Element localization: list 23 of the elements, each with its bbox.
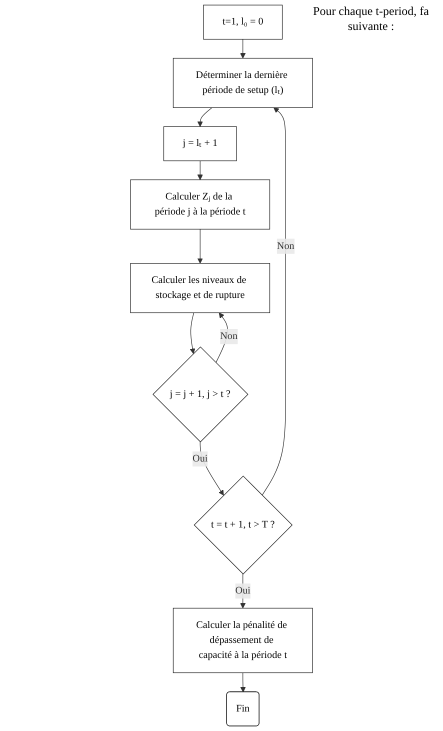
arrow xyxy=(197,228,203,264)
arrow xyxy=(240,574,246,608)
node-box: t=1, l₀ = 0 xyxy=(203,4,283,40)
node-diamond: t = t + 1, t > T ? xyxy=(194,476,293,574)
node-box: Calculer Zⱼ de la période j à la période t xyxy=(130,179,270,230)
node-box: j = lₜ + 1 xyxy=(163,126,237,162)
arrow xyxy=(200,442,224,496)
arrow xyxy=(240,38,246,58)
node-box: Calculer la pénalité de dépassement de capacité à la période t xyxy=(172,608,313,674)
edge-label: Oui xyxy=(192,453,208,464)
node-diamond: j = j + 1, j > t ? xyxy=(152,346,248,442)
edge-label: Oui xyxy=(235,585,250,596)
note-text: Pour chaque t-period, fa suivante : xyxy=(312,4,430,34)
node-box: Calculer les niveaux de stockage et de rupture xyxy=(130,263,270,314)
edge-label: Non xyxy=(276,240,294,252)
arrow xyxy=(190,312,196,354)
arrow xyxy=(262,107,286,496)
arrow xyxy=(240,672,246,692)
edge-label: Non xyxy=(220,330,238,342)
arrow xyxy=(216,312,228,363)
arrow xyxy=(197,160,203,180)
node-box: Déterminer la dernière période de setup (lₜ) xyxy=(172,58,313,108)
arrow xyxy=(197,107,212,127)
